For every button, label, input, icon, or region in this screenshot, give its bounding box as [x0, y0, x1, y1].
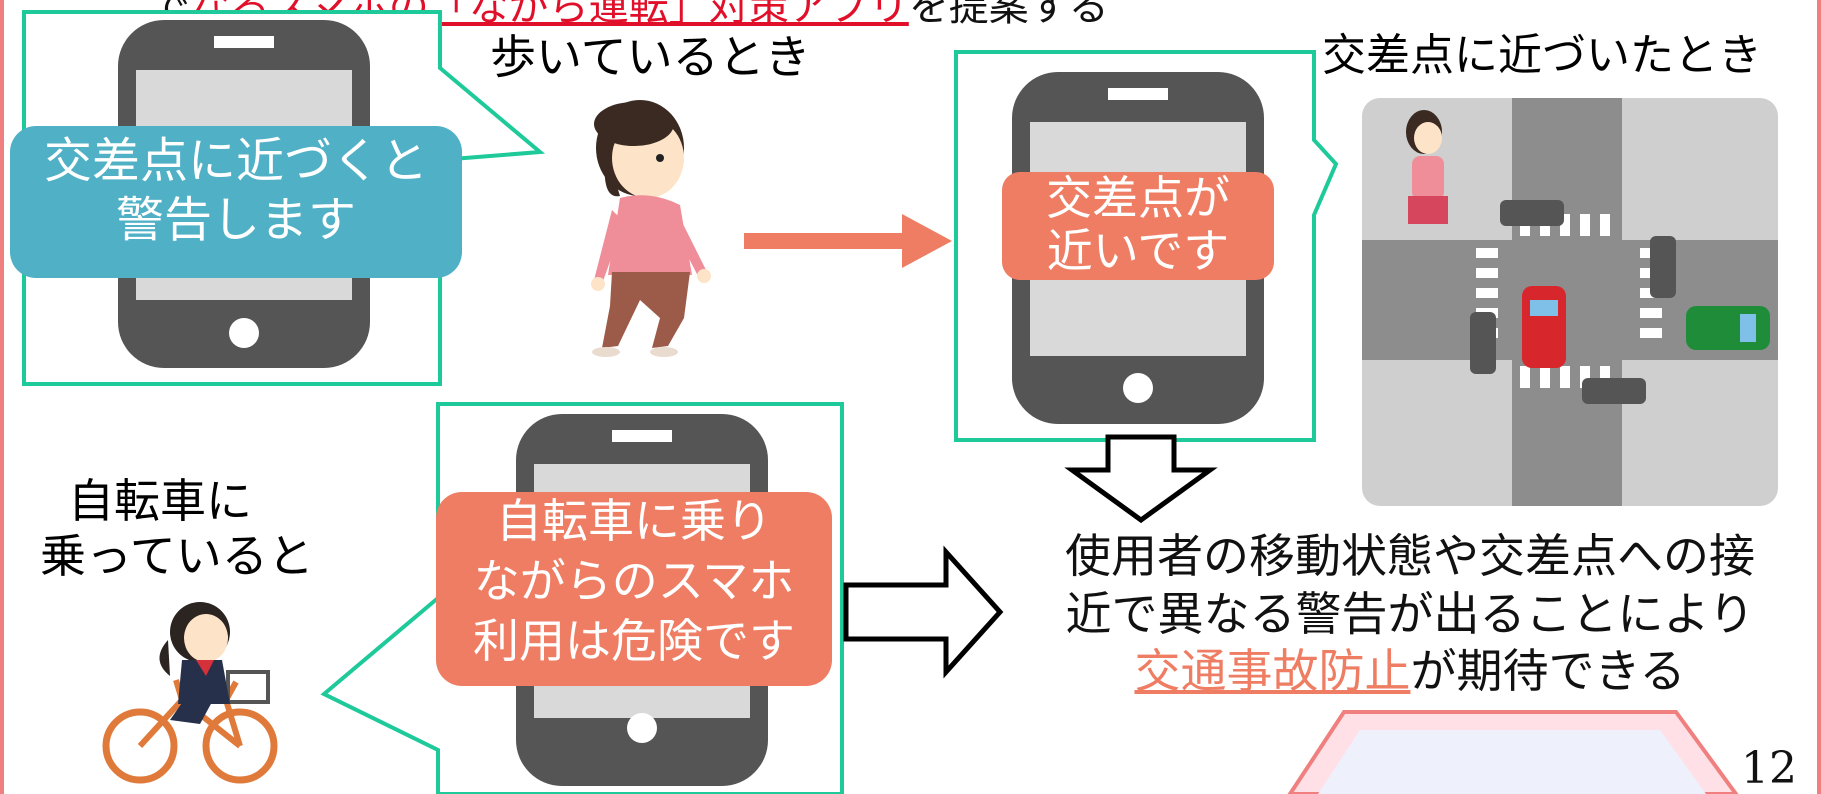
conclusion-accent: 交通事故防止	[1134, 644, 1411, 698]
bubble-line: 利用は危険です	[473, 613, 795, 668]
warning-bubble-bicycle: 自転車に乗り ながらのスマホ 利用は危険です	[436, 492, 832, 686]
bubble-line: ながらのスマホ	[473, 553, 795, 608]
conclusion-rest: が期待できる	[1410, 644, 1686, 698]
label-bicycle: 自転車に 乗っていると	[40, 474, 314, 584]
arrow-right-icon	[744, 214, 952, 268]
label-line: 乗っていると	[40, 529, 314, 584]
bubble-line: 交差点に近づくと	[43, 133, 428, 189]
label-intersection: 交差点に近づいたとき	[1322, 30, 1762, 81]
warning-bubble-walking: 交差点に近づくと 警告します	[10, 126, 462, 278]
warning-bubble-intersection: 交差点が 近いです	[1002, 172, 1274, 280]
page-number: 12	[1741, 743, 1797, 794]
arrow-down-icon	[1064, 434, 1218, 524]
conclusion-line: 近で異なる警告が出ることにより	[1065, 586, 1755, 641]
decorative-trapezoid-inner	[1318, 730, 1706, 794]
bubble-line: 警告します	[115, 191, 356, 248]
walking-woman-illustration	[591, 100, 711, 357]
label-line: 自転車に	[68, 474, 252, 528]
intersection-illustration	[1362, 98, 1778, 506]
bubble-line: 近いです	[1046, 224, 1230, 279]
label-walking: 歩いているとき	[490, 30, 811, 84]
arrow-right-hollow-icon	[843, 545, 1004, 679]
conclusion-line: 使用者の移動状態や交差点への接	[1065, 529, 1755, 583]
bicycle-girl-illustration	[102, 602, 278, 784]
bubble-line: 自転車に乗り	[496, 494, 772, 548]
title-part-right: を提案する	[908, 0, 1109, 30]
conclusion-line: 交通事故防止が期待できる	[1010, 643, 1810, 701]
bubble-line: 交差点が	[1046, 172, 1230, 225]
conclusion-text: 使用者の移動状態や交差点への接 近で異なる警告が出ることにより 交通事故防止が期…	[1010, 528, 1810, 701]
